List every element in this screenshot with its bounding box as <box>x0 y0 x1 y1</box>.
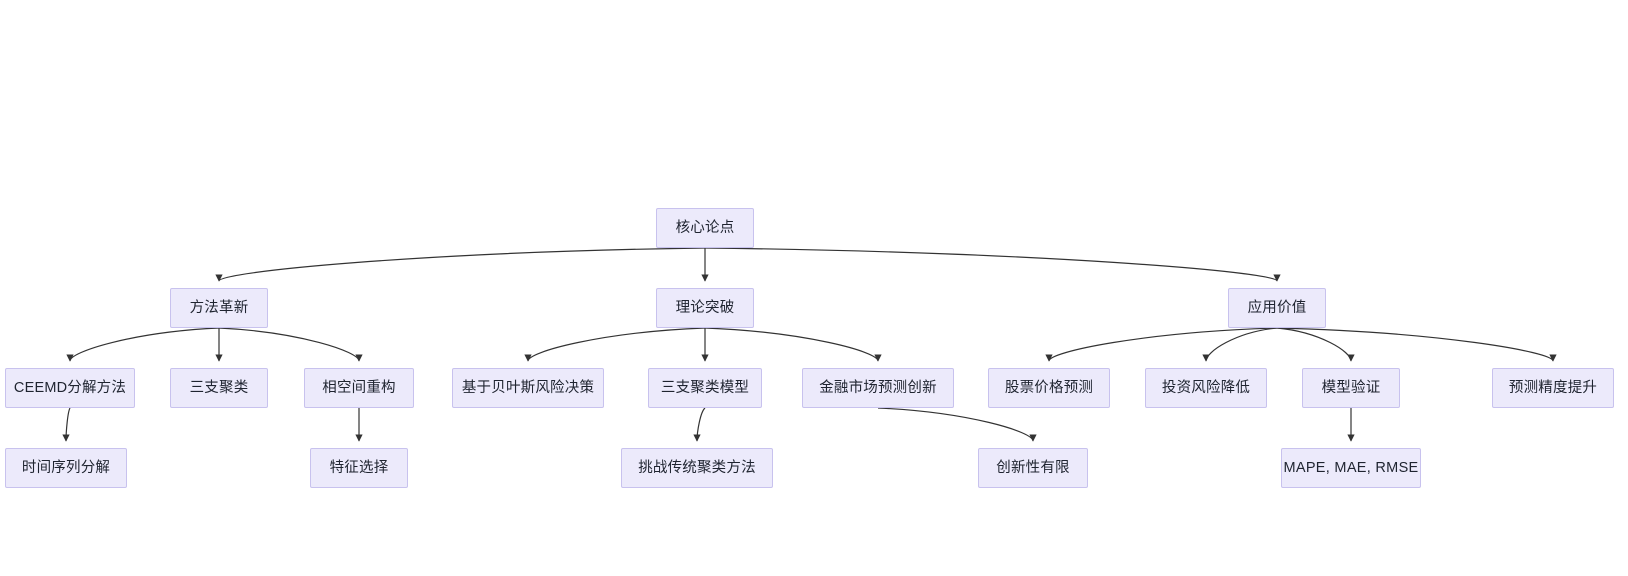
edge-application-to-risk <box>1202 327 1278 362</box>
node-metrics[interactable]: MAPE, MAE, RMSE <box>1281 448 1421 488</box>
node-finance[interactable]: 金融市场预测创新 <box>802 368 954 408</box>
node-label: 特征选择 <box>329 459 389 476</box>
edge-method-to-ceemd <box>66 327 220 362</box>
edge-theory-to-finance <box>704 327 882 362</box>
node-label: 应用价值 <box>1247 299 1307 316</box>
node-risk[interactable]: 投资风险降低 <box>1145 368 1267 408</box>
edge-root-to-application <box>704 247 1281 282</box>
node-label: 核心论点 <box>675 219 735 236</box>
node-label: 相空间重构 <box>322 379 396 396</box>
node-challenge[interactable]: 挑战传统聚类方法 <box>621 448 773 488</box>
node-accuracy[interactable]: 预测精度提升 <box>1492 368 1614 408</box>
node-validation[interactable]: 模型验证 <box>1302 368 1400 408</box>
node-label: 理论突破 <box>675 299 735 316</box>
node-tsdecomp[interactable]: 时间序列分解 <box>5 448 127 488</box>
node-label: 金融市场预测创新 <box>819 379 937 396</box>
node-label: 时间序列分解 <box>21 459 111 476</box>
node-phase[interactable]: 相空间重构 <box>304 368 414 408</box>
node-label: 投资风险降低 <box>1161 379 1251 396</box>
edge-application-to-validation <box>1276 327 1355 362</box>
node-featsel[interactable]: 特征选择 <box>310 448 408 488</box>
node-label: 挑战传统聚类方法 <box>638 459 756 476</box>
edge-application-to-stock <box>1045 327 1278 362</box>
edge-finance-to-limited <box>877 407 1037 442</box>
node-label: 三支聚类 <box>189 379 249 396</box>
node-label: 基于贝叶斯风险决策 <box>461 379 595 396</box>
node-label: MAPE, MAE, RMSE <box>1283 459 1419 476</box>
edge-method-to-phase <box>218 327 363 362</box>
node-stock[interactable]: 股票价格预测 <box>988 368 1110 408</box>
node-threeway[interactable]: 三支聚类 <box>170 368 268 408</box>
edge-root-to-method <box>215 247 706 282</box>
node-label: 股票价格预测 <box>1004 379 1094 396</box>
edge-theory-to-bayes <box>524 327 706 362</box>
node-root[interactable]: 核心论点 <box>656 208 754 248</box>
node-method[interactable]: 方法革新 <box>170 288 268 328</box>
node-limited[interactable]: 创新性有限 <box>978 448 1088 488</box>
node-label: CEEMD分解方法 <box>13 379 127 396</box>
node-label: 预测精度提升 <box>1508 379 1598 396</box>
node-label: 创新性有限 <box>996 459 1070 476</box>
node-theory[interactable]: 理论突破 <box>656 288 754 328</box>
node-threewaymod[interactable]: 三支聚类模型 <box>648 368 762 408</box>
node-label: 方法革新 <box>189 299 249 316</box>
node-label: 三支聚类模型 <box>660 379 750 396</box>
node-application[interactable]: 应用价值 <box>1228 288 1326 328</box>
edge-application-to-accuracy <box>1276 327 1557 362</box>
edge-threewaymod-to-challenge <box>693 407 706 442</box>
edge-ceemd-to-tsdecomp <box>62 407 71 442</box>
node-bayes[interactable]: 基于贝叶斯风险决策 <box>452 368 604 408</box>
node-label: 模型验证 <box>1321 379 1381 396</box>
node-ceemd[interactable]: CEEMD分解方法 <box>5 368 135 408</box>
